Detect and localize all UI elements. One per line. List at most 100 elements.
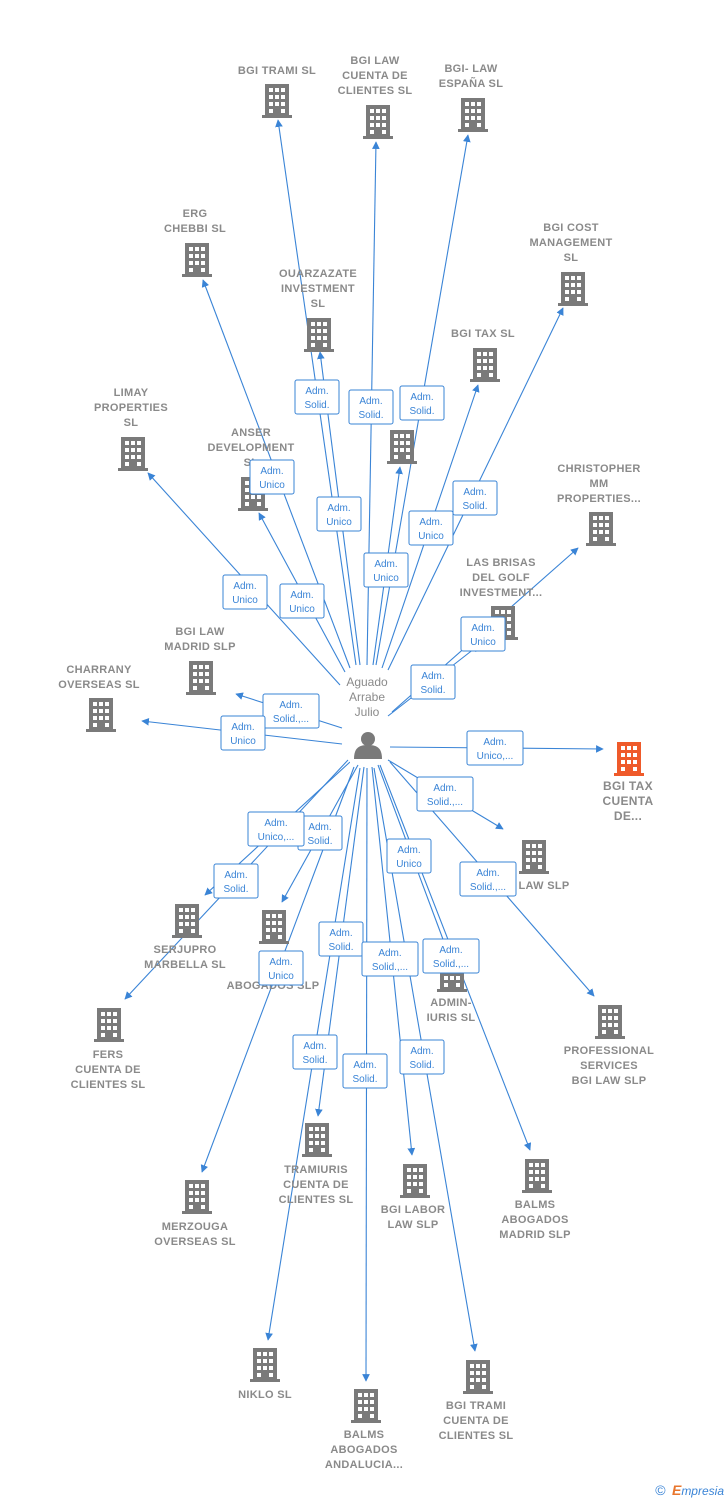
brand-footer[interactable]: © Empresia [655, 1482, 724, 1498]
role-badge-line: Solid.,... [273, 714, 309, 725]
role-badge-las-brisas-del-golf-investment[interactable]: Adm.Solid. [410, 664, 456, 700]
role-badge-line: Adm. [476, 868, 499, 879]
building-icon [186, 661, 216, 695]
role-badge-bgi-law-espana-sl[interactable]: Adm.Solid. [399, 385, 445, 421]
role-badge-bgi-tax-sl[interactable]: Adm.Unico [408, 510, 454, 546]
role-badge-line: Unico,... [477, 751, 514, 762]
role-badge-line: Solid. [352, 1074, 377, 1085]
role-badge-bgi-abogados-slp[interactable]: Adm.Solid. [297, 815, 343, 851]
company-node-bgi-trami-sl[interactable]: BGI TRAMI SL [238, 65, 316, 118]
building-icon [558, 272, 588, 306]
person-label-line: Aguado [346, 675, 388, 689]
company-node-niklo-sl[interactable]: NIKLO SL [238, 1348, 292, 1401]
company-label-line: INVESTMENT... [460, 587, 543, 599]
company-label-line: CHEBBI SL [164, 223, 226, 235]
role-badge-bgi-cost-management-sl[interactable]: Adm.Solid. [452, 480, 498, 516]
role-badge-line: Unico [289, 604, 315, 615]
role-badge-niklo-sl[interactable]: Adm.Solid. [292, 1034, 338, 1070]
building-icon [458, 98, 488, 132]
role-badge-line: Adm. [269, 957, 292, 968]
role-badge-line: Solid. [304, 400, 329, 411]
role-badge-merzouga-overseas-sl[interactable]: Adm.Unico [258, 950, 304, 986]
company-label-line: DEL GOLF [472, 572, 530, 584]
company-label-line: PROPERTIES... [557, 493, 641, 505]
company-node-bgi-law-espana-sl[interactable]: BGI- LAW ESPAÑA SL [439, 63, 503, 132]
company-label-line: SL [564, 252, 579, 264]
company-label-line: MM [590, 478, 609, 490]
role-badge-bgi-labor-law-slp[interactable]: Adm.Solid.,... [361, 941, 419, 977]
company-label-line: ANSER [231, 427, 271, 439]
copyright-symbol: © [655, 1482, 666, 1498]
role-badge-line: Unico [326, 517, 352, 528]
company-node-bgi-tax-cuenta-de[interactable]: BGI TAXCUENTADE... [603, 742, 654, 823]
role-badge-fers-cuenta-de-clientes-sl[interactable]: Adm.Unico,... [247, 811, 305, 847]
company-node-christopher-mm-properties[interactable]: CHRISTOPHERMMPROPERTIES... [557, 463, 641, 546]
role-badge-line: Solid. [223, 884, 248, 895]
role-badge-bgi-tax-cuenta-de[interactable]: Adm.Unico,... [466, 730, 524, 766]
role-badge-balms-abogados-andalucia[interactable]: Adm.Solid. [342, 1053, 388, 1089]
role-badge-christopher-mm-properties[interactable]: Adm.Unico [460, 616, 506, 652]
company-label-line: CUENTA DE [443, 1415, 509, 1427]
company-label-line: CUENTA DE [342, 70, 408, 82]
role-badge-anser-development-sl[interactable]: Adm.Unico [279, 583, 325, 619]
role-badge-charrany-overseas-sl[interactable]: Adm.Unico [220, 715, 266, 751]
role-badge-limay-properties-sl[interactable]: Adm.Unico [222, 574, 268, 610]
building-icon [387, 430, 417, 464]
building-icon [262, 84, 292, 118]
role-badge-serjupro-marbella-sl[interactable]: Adm. Solid. [213, 863, 259, 899]
role-badge-bgi-trami-cuenta-de-clientes-sl[interactable]: Adm.Solid. [399, 1039, 445, 1075]
role-badge-line: Adm. [397, 845, 420, 856]
role-badge-erg-chebbi-sl[interactable]: Adm.Unico [249, 459, 295, 495]
role-badge-balms-abogados-madrid-slp[interactable]: Adm.Solid.,... [422, 938, 480, 974]
role-badge-line: Unico [418, 531, 444, 542]
company-label-line: BGI TRAMI [446, 1400, 506, 1412]
role-badge-line: Solid. [307, 836, 332, 847]
company-node-anser-development-sl[interactable]: ANSERDEVELOPMENTSL [207, 427, 294, 511]
role-badge-ouarzazate-investment-sl[interactable]: Adm.Unico [316, 496, 362, 532]
company-node-admin-iuris-sl[interactable]: ADMIN-IURIS SL [427, 958, 476, 1024]
role-badge-hidden-node-1[interactable]: Adm.Unico [363, 552, 409, 588]
role-badge-line: Unico [232, 595, 258, 606]
company-node-bgi-law-slp[interactable]: LAW SLP [519, 840, 570, 892]
role-badge-line: Adm. [224, 870, 247, 881]
role-badge-line: Adm. [374, 559, 397, 570]
company-label-line: CUENTA DE [283, 1179, 349, 1191]
role-badge-bgi-law-cuenta-de-clientes-sl[interactable]: Adm.Solid. [348, 389, 394, 425]
company-label-line: OVERSEAS SL [58, 679, 140, 691]
role-badge-bgi-law-slp[interactable]: Adm.Solid.,... [416, 776, 474, 812]
role-badge-line: Adm. [471, 623, 494, 634]
role-badge-admin-iuris-sl[interactable]: Adm.Unico [386, 838, 432, 874]
role-badge-line: Unico [259, 480, 285, 491]
company-label-line: MARBELLA SL [144, 959, 226, 971]
company-label-line: LAW SLP [519, 880, 570, 892]
company-node-bgi-tax-sl[interactable]: BGI TAX SL [451, 328, 515, 382]
company-label-line: CUENTA [603, 794, 654, 808]
role-badge-tramiuris-cuenta-de-clientes-sl[interactable]: Adm.Solid. [318, 921, 364, 957]
role-badge-bgi-trami-sl[interactable]: Adm.Solid. [294, 379, 340, 415]
role-badge-line: Solid. [409, 406, 434, 417]
role-badge-bgi-law-madrid-slp[interactable]: Adm.Solid.,... [262, 693, 320, 729]
company-node-balms-abogados-andalucia[interactable]: BALMSABOGADOSANDALUCIA... [325, 1389, 403, 1471]
company-label-line: ESPAÑA SL [439, 77, 503, 90]
company-label-line: BGI- LAW [444, 63, 497, 75]
company-node-hidden-node-1[interactable] [387, 430, 417, 464]
role-badge-professional-services-bgi-law-slp[interactable]: Adm.Solid.,... [459, 861, 517, 897]
